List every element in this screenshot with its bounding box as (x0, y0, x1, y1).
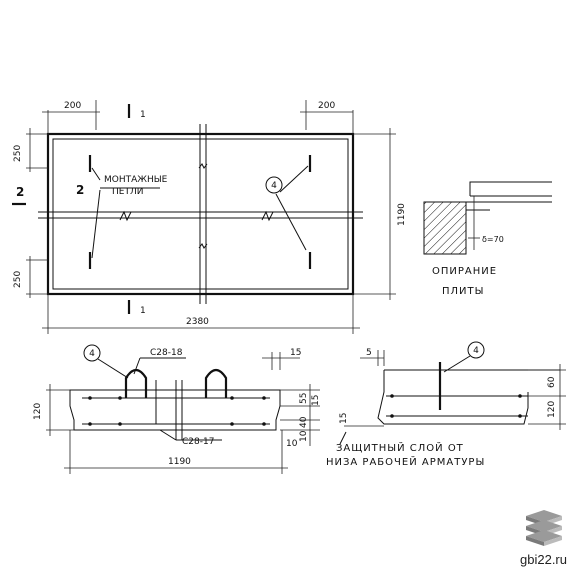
support-detail: δ=70 ОПИРАНИЕ ПЛИТЫ (423, 181, 552, 297)
section-1-width: 1190 (168, 457, 191, 467)
dim-10: 10 (299, 430, 309, 442)
section-mark-left: 2 (16, 185, 24, 199)
dim-120: 120 (547, 401, 557, 418)
watermark: gbi22.ru (520, 504, 567, 567)
support-thickness: δ=70 (482, 235, 504, 244)
section-1-1: 4 C28-18 C28-17 120 1190 15 55 15 40 10 … (33, 344, 321, 474)
plan-view: 4 2 МОНТАЖНЫЕ ПЕТЛИ 1 1 2 200 200 250 25… (12, 100, 407, 334)
dim-15-mid: 15 (311, 395, 321, 406)
section-mark-bottom: 1 (140, 306, 146, 316)
section-loop (204, 368, 228, 398)
bar-bottom-label: C28-17 (182, 437, 214, 447)
dim-15-top: 15 (290, 348, 301, 358)
support-caption-line2: ПЛИТЫ (442, 286, 484, 297)
section-2-callout: 4 (473, 346, 479, 356)
callout-circle (265, 176, 283, 194)
dim-60: 60 (547, 376, 557, 388)
loop-label-line2: ПЕТЛИ (112, 187, 143, 197)
dim-40: 40 (299, 416, 309, 428)
plan-callout: 4 (271, 181, 277, 191)
dim-right-height: 1190 (397, 203, 407, 226)
watermark-site: gbi22.ru (520, 552, 567, 567)
dim-top-right: 200 (318, 101, 335, 111)
dim-top-left: 200 (64, 101, 81, 111)
cover-line2: НИЗА РАБОЧЕЙ АРМАТУРЫ (326, 455, 485, 468)
dim-15: 15 (339, 413, 349, 424)
loop-label-line1: МОНТАЖНЫЕ (104, 175, 168, 185)
support-wall (423, 201, 467, 255)
section-1-callout: 4 (89, 349, 95, 359)
dim-left-top: 250 (13, 145, 23, 162)
section-2-2: 4 5 60 120 15 ЗАЩИТНЫЙ СЛОЙ ОТ НИЗА РАБО… (326, 341, 566, 468)
section-loop (124, 368, 148, 398)
dim-5: 5 (366, 348, 372, 358)
dim-bottom-length: 2380 (186, 317, 209, 327)
dim-10-b: 10 (286, 439, 298, 449)
dim-left-bottom: 250 (13, 271, 23, 288)
support-caption-line1: ОПИРАНИЕ (432, 266, 497, 277)
dim-55: 55 (299, 393, 309, 404)
bar-top-label: C28-18 (150, 348, 183, 358)
section-mark-top: 1 (140, 110, 146, 120)
section-1-outline (69, 389, 281, 431)
stacked-slabs-icon (525, 510, 562, 546)
cover-line1: ЗАЩИТНЫЙ СЛОЙ ОТ (336, 441, 464, 454)
section-1-height: 120 (33, 403, 43, 420)
loop-label-number: 2 (76, 183, 84, 197)
